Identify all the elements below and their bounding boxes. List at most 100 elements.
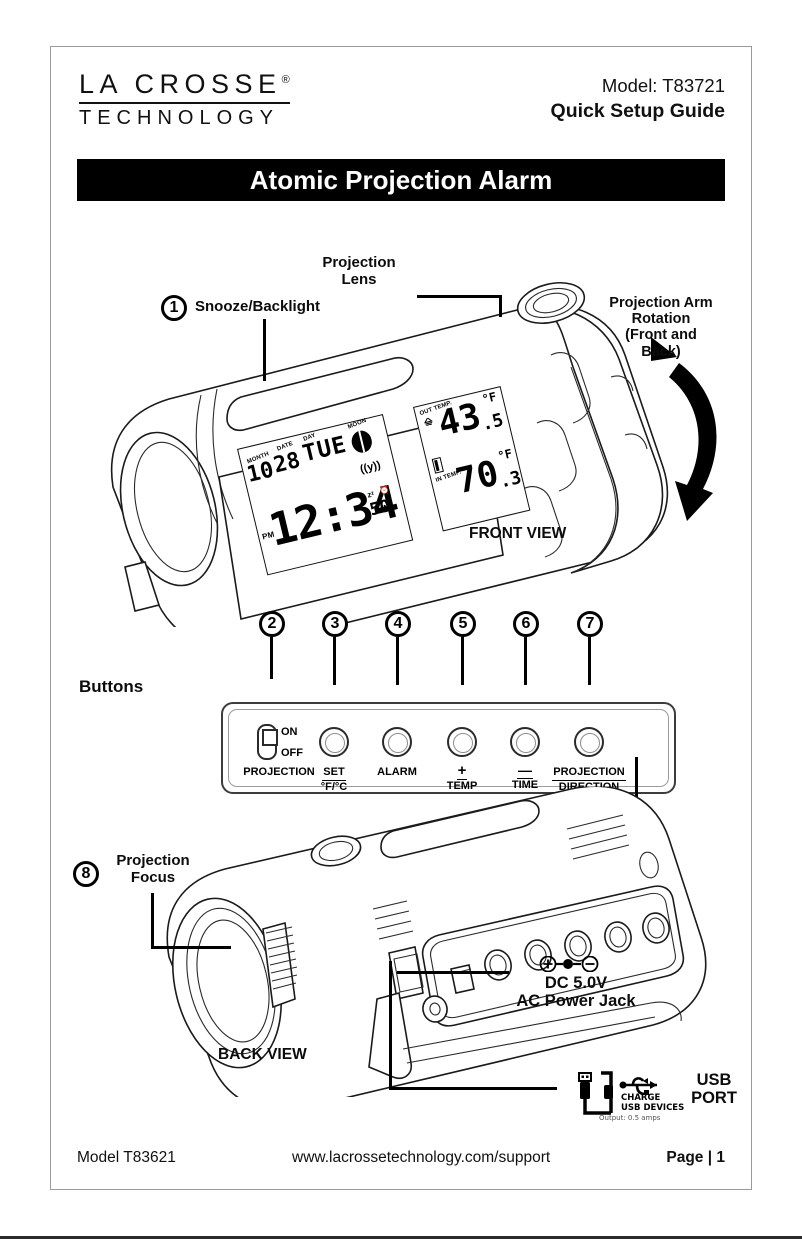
guide-subtitle: Quick Setup Guide: [550, 100, 725, 122]
projection-lens-label: Projection Lens: [299, 254, 419, 289]
alarm-button[interactable]: [382, 727, 412, 757]
projection-direction-button[interactable]: [574, 727, 604, 757]
usb-badge-charge-label: CHARGE: [621, 1093, 661, 1103]
leader-line-7: [588, 637, 591, 685]
clock-body-back: [166, 787, 707, 1097]
callout-4: 4: [385, 611, 411, 637]
leader-line-usb-v: [389, 961, 392, 1089]
usb-badge: CHARGE USB DEVICES Output: 0.5 amps: [571, 1069, 685, 1123]
projection-lens-icon: [516, 282, 586, 324]
brand-name-secondary: TECHNOLOGY: [79, 107, 280, 129]
callout-3: 3: [322, 611, 348, 637]
dc-jack-socket: [422, 995, 448, 1023]
leader-line-dc: [397, 971, 509, 974]
back-view-drawing: [166, 787, 707, 1097]
projection-switch-knob[interactable]: [261, 728, 278, 746]
usb-badge-graphic: [578, 1071, 657, 1115]
projection-lens-label-line1: Projection: [322, 254, 396, 271]
temp-up-button[interactable]: [447, 727, 477, 757]
lcd-month-value: 10: [244, 457, 277, 488]
model-block: Model: T83721 Quick Setup Guide: [551, 75, 725, 123]
callout-8-label-line1: Projection: [116, 852, 190, 869]
brand-logo: LA CROSSE® TECHNOLOGY: [79, 69, 389, 130]
document-sheet: LA CROSSE® TECHNOLOGY Model: T83721 Quic…: [50, 46, 752, 1190]
usb-badge-output-label: Output: 0.5 amps: [599, 1114, 661, 1122]
lcd-in-temp-value: 70: [452, 453, 503, 503]
leader-line-4: [396, 637, 399, 685]
lcd-date-value: 28: [271, 447, 303, 479]
usb-badge-devices-label: USB DEVICES: [621, 1103, 685, 1113]
callout-8-label-line2: Focus: [130, 868, 176, 886]
time-down-button-label-line1: —: [517, 762, 533, 779]
projection-arm: [516, 306, 664, 574]
bottom-edge-band: [0, 1231, 802, 1239]
rotation-arrow-icon: [651, 337, 717, 521]
rotation-label-line1: Projection Arm: [609, 295, 713, 311]
usb-port-line2: PORT: [691, 1089, 737, 1108]
page-title: Atomic Projection Alarm: [77, 159, 725, 201]
rotation-label-line2: Rotation: [631, 311, 691, 328]
radio-signal-icon: ((у)): [358, 459, 382, 476]
set-button-label-line1: SET: [322, 766, 346, 781]
time-down-button[interactable]: [510, 727, 540, 757]
projection-lens-label-line2: Lens: [341, 270, 377, 288]
buttons-panel: ON OFF PROJECTION SET °F/°C ALARM + TEMP…: [221, 702, 676, 794]
leader-line-usb-h: [389, 1087, 557, 1090]
callout-5: 5: [450, 611, 476, 637]
projection-switch-on-label: ON: [281, 726, 298, 738]
set-button-label-line2: °F/°C: [320, 780, 348, 793]
lcd-out-temp-unit: °F: [480, 389, 498, 407]
front-view-label: FRONT VIEW: [469, 525, 567, 542]
brand-name-primary: LA CROSSE®: [79, 69, 290, 104]
dc-power-jack-label: DC 5.0V AC Power Jack: [491, 974, 661, 1011]
temp-up-button-label-line1: +: [456, 762, 468, 780]
rotation-label-line4: Back): [641, 343, 681, 360]
outdoor-sensor-icon: [423, 417, 434, 428]
snooze-backlight-button: [226, 356, 414, 432]
set-button[interactable]: [319, 727, 349, 757]
callout-8: 8: [73, 861, 99, 887]
leader-line-6: [524, 637, 527, 685]
usb-port-line1: USB: [696, 1071, 732, 1089]
moon-phase-icon: [349, 428, 375, 455]
time-down-button-label-line2: TIME: [511, 778, 539, 791]
leader-line-lens-v: [499, 295, 502, 317]
projection-switch-label: PROJECTION: [243, 766, 315, 778]
rotation-label: Projection Arm Rotation (Front and Back): [591, 295, 731, 360]
lcd-out-temp-value: 43: [434, 396, 485, 445]
leader-line-3: [333, 637, 336, 685]
leader-line-8-h: [151, 946, 231, 949]
buttons-section-label: Buttons: [79, 677, 144, 696]
time-down-button-label: — TIME: [485, 762, 565, 792]
dc-power-jack-line2: AC Power Jack: [516, 992, 636, 1011]
projection-focus-wheel: [262, 921, 298, 1009]
lcd-bezel: [218, 412, 504, 620]
dc-power-jack-line1: DC 5.0V: [544, 974, 608, 992]
projection-direction-label-line1: PROJECTION: [552, 766, 626, 781]
back-view-label: BACK VIEW: [218, 1046, 307, 1063]
lcd-out-temp-decimal: .5: [479, 409, 506, 436]
temp-up-button-label-line2: TEMP: [446, 779, 478, 792]
leader-line-8-v: [151, 893, 154, 949]
back-button-recess: [421, 885, 685, 1027]
projection-switch[interactable]: [257, 724, 278, 760]
footer: Model T83621 www.lacrossetechnology.com/…: [77, 1149, 725, 1167]
alarm-button-label: ALARM: [377, 766, 417, 778]
leader-line-lens-h: [417, 295, 501, 298]
lcd-in-temp-decimal: .3: [497, 467, 524, 493]
usb-port-label: USB PORT: [679, 1071, 749, 1108]
callout-8-label: Projection Focus: [101, 852, 205, 887]
leader-line-5: [461, 637, 464, 685]
battery-icon: [431, 456, 444, 474]
model-number: Model: T83721: [601, 75, 725, 96]
back-view-figure: [51, 787, 749, 1097]
set-button-label: SET °F/°C: [294, 766, 374, 794]
footer-url[interactable]: www.lacrossetechnology.com/support: [292, 1149, 551, 1166]
callout-6: 6: [513, 611, 539, 637]
callout-1-label: Snooze/Backlight: [195, 298, 321, 315]
footer-page: Page | 1: [666, 1149, 725, 1166]
leader-line-2: [270, 637, 273, 679]
brand-name-text: LA CROSSE: [79, 69, 282, 99]
registered-trademark-icon: ®: [281, 74, 290, 86]
